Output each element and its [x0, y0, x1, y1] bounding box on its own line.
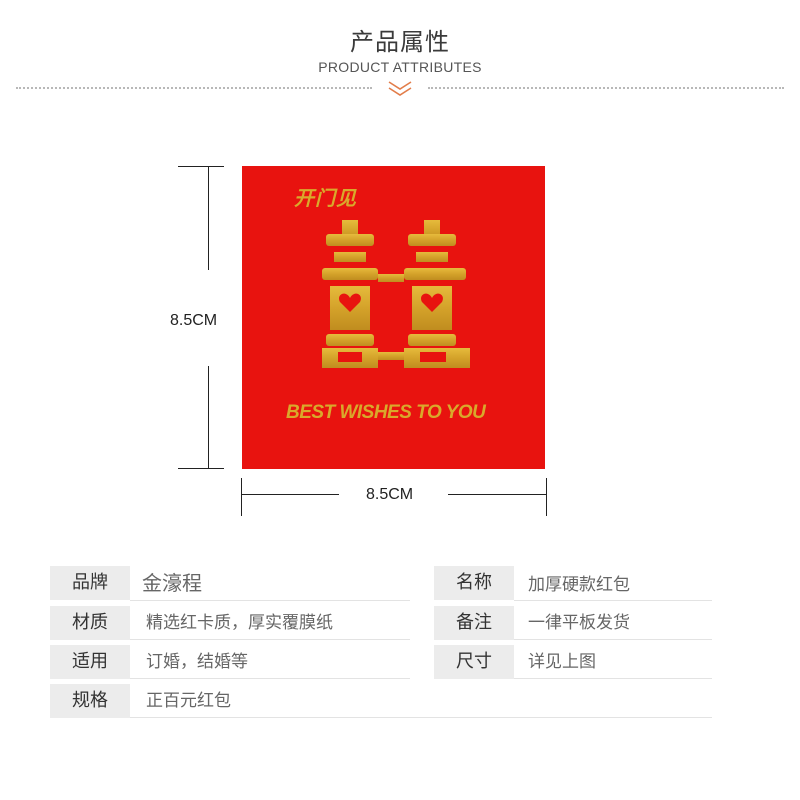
spec-value-size: 详见上图	[528, 652, 596, 672]
spec-key-usage: 适用	[50, 645, 130, 679]
spec-value-note: 一律平板发货	[528, 613, 630, 633]
dimension-line-horizontal-right	[448, 494, 546, 495]
spec-value-material: 精选红卡质，厚实覆膜纸	[146, 613, 333, 633]
spec-key-note: 备注	[434, 606, 514, 640]
divider-right	[428, 87, 784, 89]
chevron-down-icon	[388, 81, 412, 96]
dimension-line-vertical-top	[208, 166, 209, 270]
page-subtitle: PRODUCT ATTRIBUTES	[318, 59, 482, 75]
spec-table: 品牌 金濠程 名称 加厚硬款红包 材质 精选红卡质，厚实覆膜纸 备注 一律平板发…	[50, 566, 712, 726]
dimension-line-vertical-bottom	[208, 366, 209, 469]
spec-key-brand: 品牌	[50, 566, 130, 600]
dimension-tick-bottom	[178, 468, 224, 469]
height-dimension-label: 8.5CM	[170, 312, 218, 329]
dimension-tick-top	[178, 166, 224, 167]
envelope-top-text: 开门见	[294, 186, 357, 210]
dimension-line-horizontal-left	[241, 494, 339, 495]
spec-key-spec: 规格	[50, 684, 130, 718]
width-dimension-label: 8.5CM	[366, 486, 414, 503]
spec-value-spec: 正百元红包	[146, 691, 231, 711]
divider-left	[16, 87, 372, 89]
spec-key-size: 尺寸	[434, 645, 514, 679]
dimension-tick-left	[241, 478, 242, 516]
dimension-tick-right	[546, 478, 547, 516]
double-happiness-symbol	[322, 220, 470, 368]
page-title: 产品属性	[350, 28, 450, 56]
spec-value-brand: 金濠程	[142, 571, 202, 595]
spec-key-material: 材质	[50, 606, 130, 640]
spec-value-name: 加厚硬款红包	[528, 575, 630, 595]
spec-value-usage: 订婚，结婚等	[146, 652, 248, 672]
envelope-bottom-text: BEST WISHES TO YOU	[286, 402, 486, 423]
red-envelope-image: 开门见	[242, 166, 545, 469]
spec-key-name: 名称	[434, 566, 514, 600]
